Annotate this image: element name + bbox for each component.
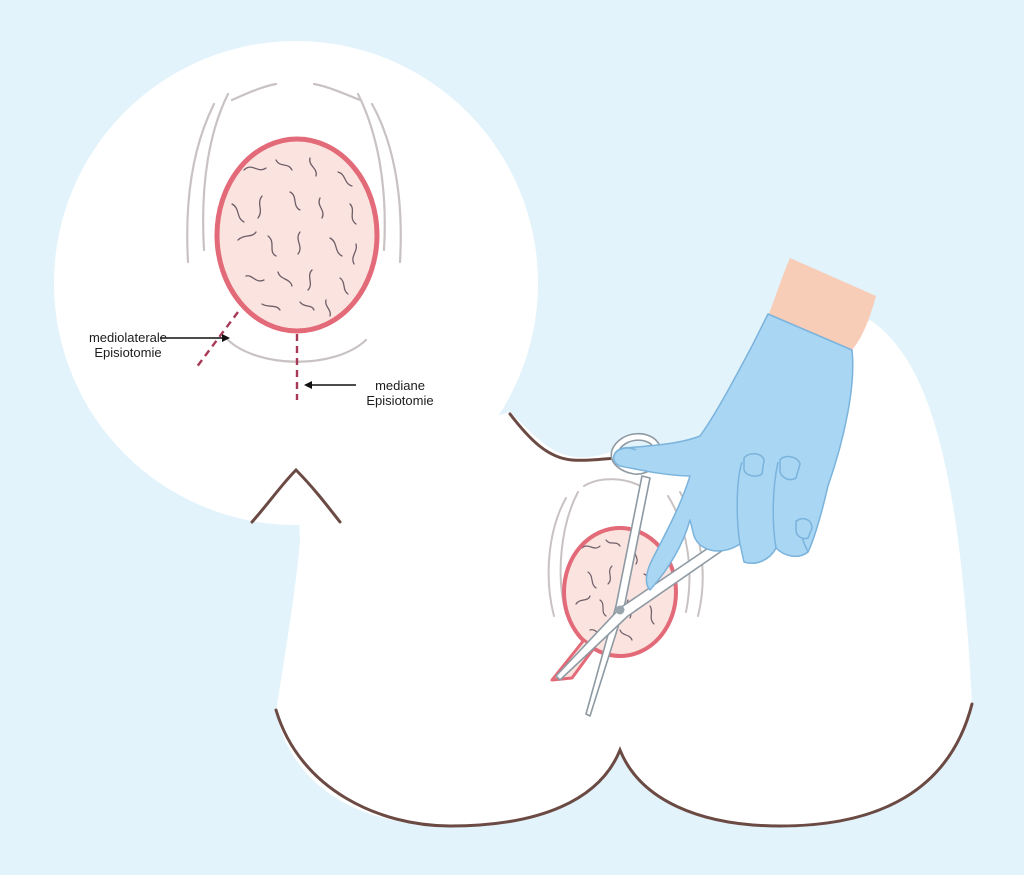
- buttocks-crease-line: [274, 702, 974, 828]
- median-label-line2: Episiotomie: [366, 393, 434, 408]
- scissors-pivot: [615, 605, 625, 615]
- baby-head-inset: [217, 139, 377, 331]
- median-arrow-icon: [304, 381, 356, 389]
- mediolateral-label-line2: Episiotomie: [94, 345, 162, 360]
- inset-labia-folds: [186, 82, 402, 363]
- median-episiotomy-label: mediane Episiotomie: [355, 378, 445, 408]
- inset-magnification: [54, 41, 538, 525]
- hair-strands-inset: [231, 157, 357, 317]
- vaginal-rim-main: [562, 526, 678, 658]
- mediolateral-label-line1: mediolaterale: [88, 330, 168, 345]
- mediolateral-episiotomy-label: mediolaterale Episiotomie: [88, 330, 168, 360]
- median-label-line1: mediane: [375, 378, 425, 393]
- inset-perineum-notch: [250, 467, 342, 524]
- vaginal-rim-inset: [214, 136, 380, 334]
- mediolateral-arrow-icon: [160, 334, 230, 342]
- forearm: [768, 258, 876, 352]
- gloved-hand-icon: [612, 313, 854, 591]
